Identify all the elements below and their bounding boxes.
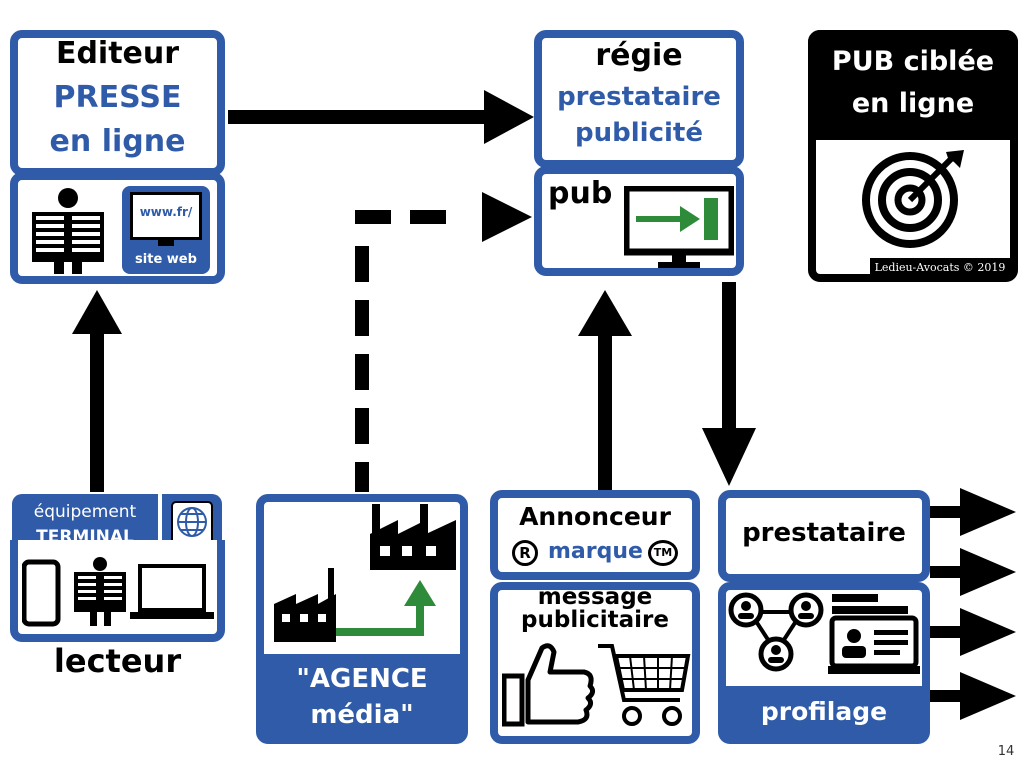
editeur-presse: PRESSE [53, 80, 182, 115]
arrow-regie-to-prestataire [702, 282, 756, 486]
annonceur-title: Annonceur [519, 502, 671, 531]
arrow-lecteur-to-editeur [72, 290, 122, 492]
monitor-stand [158, 240, 174, 246]
newspaper-reader-icon [32, 188, 104, 274]
lecteur-label: lecteur [53, 642, 182, 680]
pub-ciblee-title: PUB ciblée [831, 46, 995, 77]
pub-label: pub [548, 176, 613, 211]
agence-line1: "AGENCE [296, 664, 428, 694]
globe-icon [171, 501, 213, 547]
message-line1: message [537, 584, 653, 610]
profilage-panel [726, 686, 922, 736]
trademark-icon: TM [648, 540, 678, 566]
editeur-title: Editeur [55, 36, 180, 71]
regie-prestataire: prestataire [557, 82, 721, 112]
agence-line2: média" [310, 700, 414, 730]
profilage-label: profilage [760, 697, 888, 726]
arrow-agence-to-regie-dashed [355, 192, 532, 492]
pub-ciblee-en-ligne: en ligne [851, 88, 975, 119]
website-label: site web [135, 252, 197, 267]
agence-label-panel [264, 654, 460, 736]
thumbs-up-icon [502, 643, 596, 727]
equipement-label: équipement [33, 502, 137, 522]
regie-title: régie [595, 38, 683, 73]
factories-icon [274, 504, 456, 642]
pub-ciblee-header [808, 30, 1018, 140]
marque-label: marque [548, 539, 643, 564]
profile-card-icon [828, 594, 920, 674]
editeur-en-ligne: en ligne [49, 124, 186, 159]
regie-publicite: publicité [575, 118, 703, 148]
prestataire-title: prestataire [742, 518, 906, 548]
devices-icon [22, 557, 214, 627]
credit-bar [870, 258, 1010, 278]
website-url: www.fr/ [139, 205, 193, 219]
output-arrows [930, 488, 1016, 720]
shopping-cart-icon [598, 644, 691, 726]
credit-text: Ledieu-Avocats © 2019 [874, 261, 1006, 274]
page-number: 14 [997, 744, 1015, 759]
regie-header-box [534, 30, 744, 168]
arrow-annonceur-to-regie [578, 290, 632, 490]
arrow-editeur-to-regie [228, 90, 534, 144]
monitor-ad-icon [624, 186, 734, 268]
target-icon [862, 150, 964, 248]
registered-icon: R [512, 540, 538, 566]
message-line2: publicitaire [521, 607, 669, 633]
network-icon [728, 592, 824, 672]
editeur-header-box [10, 30, 225, 176]
website-monitor [130, 192, 202, 240]
prestataire-box [718, 490, 930, 582]
